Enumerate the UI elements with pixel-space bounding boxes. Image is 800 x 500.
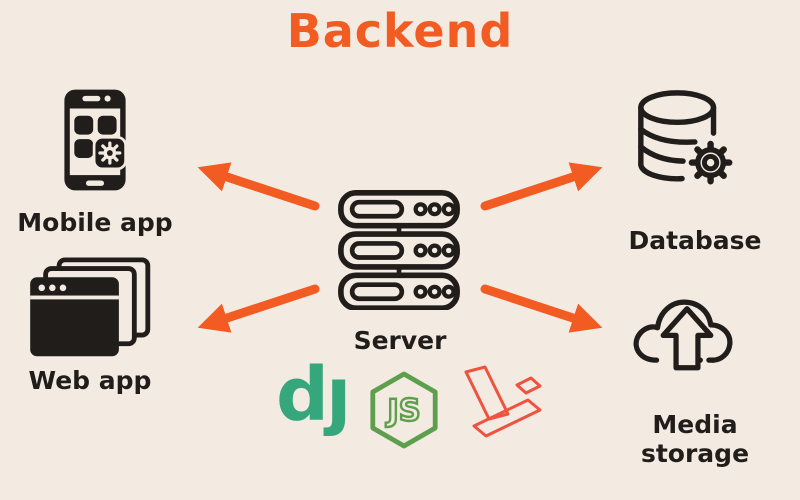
- mobile-app-icon: [64, 89, 127, 191]
- database-icon: [638, 90, 733, 185]
- server-icon: [338, 190, 460, 310]
- arrow-server-to-mobile: [197, 162, 320, 211]
- upload-arrow-icon: [660, 306, 714, 371]
- arrow-server-to-database: [480, 162, 603, 211]
- media-storage-label: Media storage: [640, 410, 750, 468]
- media-storage-icon: [633, 299, 733, 371]
- nodejs-logo: JS: [370, 371, 438, 449]
- arrow-server-to-media: [480, 284, 603, 333]
- django-logo: dȷ: [276, 352, 351, 438]
- database-label: Database: [628, 226, 762, 255]
- server-label: Server: [353, 326, 447, 355]
- web-app-label: Web app: [28, 366, 152, 395]
- gear-icon: [688, 140, 733, 185]
- diagram-title: Backend: [286, 4, 514, 58]
- nodejs-logo-text: JS: [385, 393, 420, 428]
- laravel-logo: [464, 365, 542, 438]
- mobile-app-label: Mobile app: [17, 208, 173, 237]
- web-app-icon: [30, 257, 151, 357]
- arrow-server-to-web: [197, 284, 320, 333]
- gear-icon: [92, 135, 127, 171]
